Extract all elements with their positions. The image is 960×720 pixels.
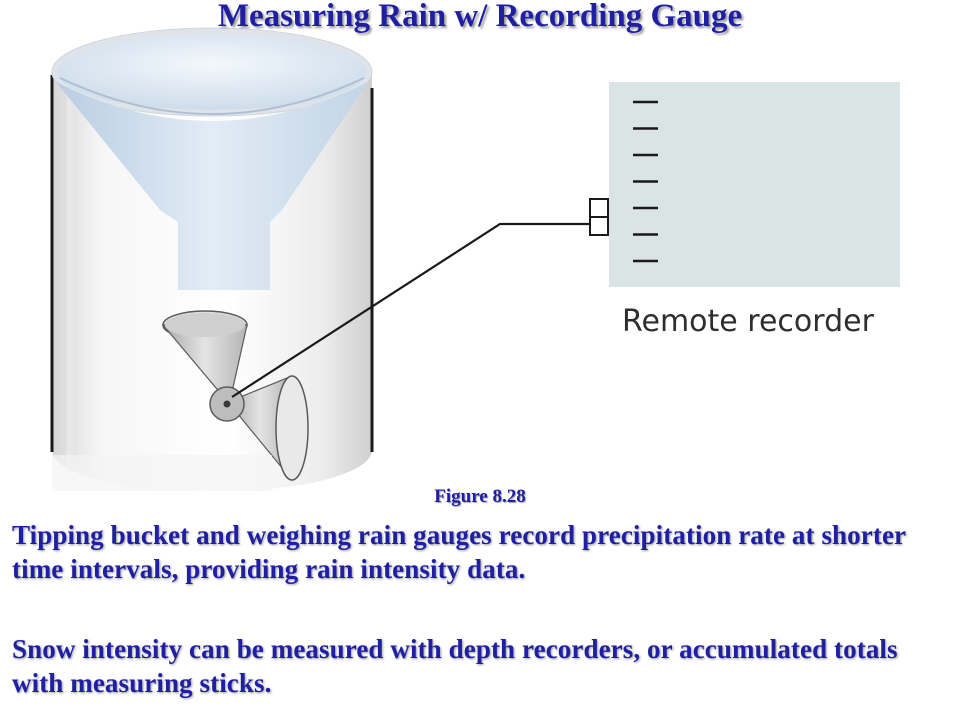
signal-wire [231, 222, 590, 398]
recorder-ticks [633, 100, 658, 263]
slide-title: Measuring Rain w/ Recording Gauge [217, 0, 743, 34]
body-paragraph-1: Tipping bucket and weighing rain gauges … [12, 520, 906, 584]
gauge-funnel [51, 27, 373, 290]
remote-recorder [589, 82, 900, 287]
copyright-watermark [52, 455, 272, 491]
remote-recorder-label: Remote recorder [622, 304, 874, 339]
body-paragraph-2: Snow intensity can be measured with dept… [12, 634, 898, 698]
figure-caption: Figure 8.28 [434, 486, 526, 507]
